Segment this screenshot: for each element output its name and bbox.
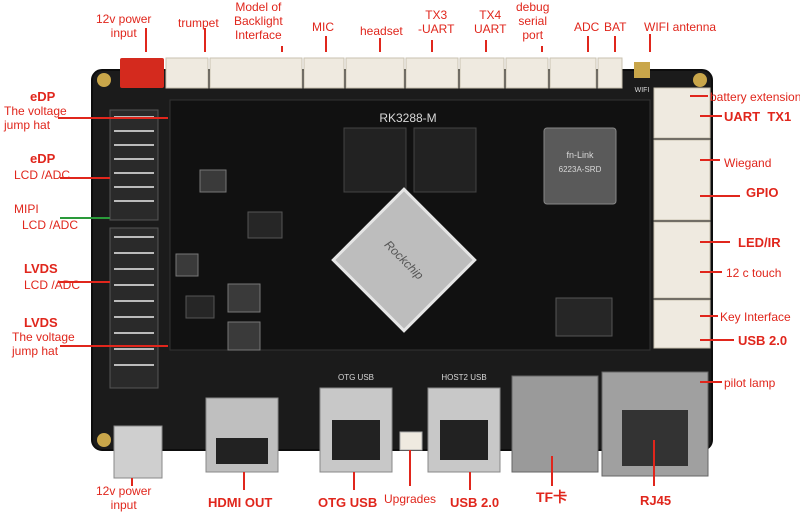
label-tf-card: TF卡 xyxy=(536,489,568,505)
wifi-antenna-silk: WIFI xyxy=(635,87,650,94)
label-lcd-adc-3: LCD /ADC xyxy=(24,278,81,292)
label-wiegand: Wiegand xyxy=(724,156,772,170)
label-edp-jump: eDP xyxy=(30,89,56,104)
label-usb20-bottom: USB 2.0 xyxy=(450,495,500,510)
label-lcd-adc-2: LCD /ADC xyxy=(22,218,79,232)
ram-chips xyxy=(343,127,477,193)
label-i2c-touch: 12 c touch xyxy=(726,266,782,280)
label-tx4: TX4 UART xyxy=(474,8,507,36)
power-12v-connector-top xyxy=(120,58,164,88)
label-voltage-jump-bottom: The voltage jump hat xyxy=(12,330,75,358)
label-usb20-right: USB 2.0 xyxy=(738,333,788,348)
tf-card-slot xyxy=(511,375,599,473)
wifi-module-code: 6223A-SRD xyxy=(559,165,602,174)
wifi-antenna-connector xyxy=(634,62,650,78)
label-battery-extension: battery extension xyxy=(710,90,800,104)
label-headset: headset xyxy=(360,24,403,38)
host-usb-silk: HOST2 USB xyxy=(441,373,486,382)
label-edp-lcd: eDP xyxy=(30,151,56,166)
label-lcd-adc-1: LCD /ADC xyxy=(14,168,71,182)
label-pilot-lamp: pilot lamp xyxy=(724,376,776,390)
label-power-12v-top: 12v power input xyxy=(96,12,152,40)
label-trumpet: trumpet xyxy=(178,16,219,30)
label-mipi: MIPI xyxy=(14,202,39,216)
label-lvds-1: LVDS xyxy=(24,261,58,276)
label-upgrades: Upgrades xyxy=(384,492,437,506)
otg-usb-silk: OTG USB xyxy=(338,373,374,382)
label-gpio: GPIO xyxy=(746,185,779,200)
label-lvds-2: LVDS xyxy=(24,315,58,330)
label-key-interface: Key Interface xyxy=(720,310,791,324)
label-uart-tx1: UART TX1 xyxy=(724,109,792,124)
label-bat: BAT xyxy=(604,20,627,34)
small-ics xyxy=(185,211,613,337)
label-backlight: Model of Backlight Interface xyxy=(234,0,283,42)
label-voltage-jump-top: The voltage jump hat xyxy=(4,104,67,132)
wifi-module xyxy=(543,127,617,205)
label-adc: ADC xyxy=(574,20,600,34)
label-power-12v-bottom: 12v power input xyxy=(96,484,152,512)
label-hdmi-out: HDMI OUT xyxy=(208,495,273,510)
callout-arrows xyxy=(58,28,740,490)
inductors xyxy=(175,169,261,351)
power-12v-jack-bottom xyxy=(113,425,163,479)
label-rj45: RJ45 xyxy=(640,493,672,508)
label-led-ir: LED/IR xyxy=(738,235,781,250)
label-debug-serial: debug serial port xyxy=(516,0,550,42)
label-wifi-antenna: WIFI antenna xyxy=(644,20,717,34)
top-connectors xyxy=(165,57,623,89)
label-tx3: TX3 -UART xyxy=(418,8,455,36)
upgrade-button xyxy=(399,431,423,451)
board-model-silk: RK3288-M xyxy=(379,111,436,125)
cpu-chip xyxy=(331,187,477,333)
right-connectors xyxy=(653,87,711,349)
label-mic: MIC xyxy=(312,20,334,34)
label-otg-usb: OTG USB xyxy=(318,495,378,510)
wifi-module-marking: fn-Link xyxy=(566,150,594,160)
